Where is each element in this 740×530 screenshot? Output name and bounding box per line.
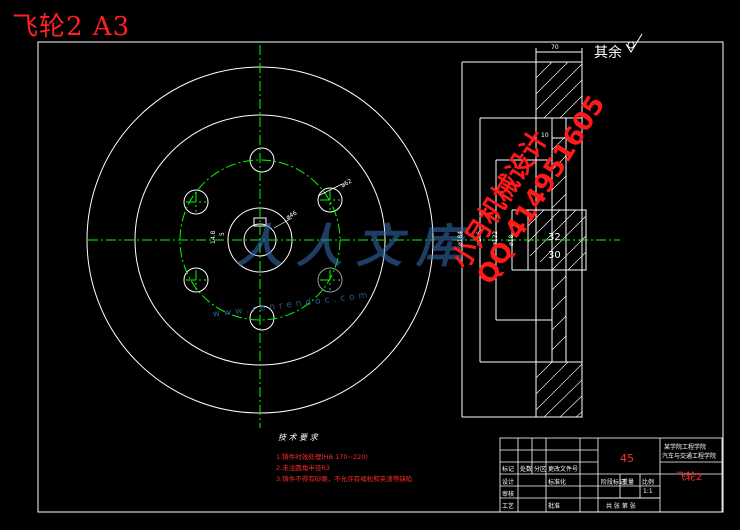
dim-key-width: 5 <box>219 232 226 236</box>
dim-hub: 10 <box>541 132 549 139</box>
tb-label-weight: 重量 <box>622 479 635 486</box>
title-block <box>499 437 723 513</box>
dim-h1: 32 <box>548 232 561 243</box>
tb-label-sheets: 共 张 第 张 <box>606 503 636 510</box>
tb-label-design: 设计 <box>502 479 515 486</box>
tb-label-stage: 阶段标记 <box>601 479 626 486</box>
drawing-title: 飞轮2 A3 <box>12 12 131 42</box>
tb-label-mark: 标记 <box>502 466 515 473</box>
bolt-hole-upper-right <box>317 187 343 213</box>
pitch-circle <box>179 159 341 321</box>
bolt-hole-lower-left <box>183 267 209 293</box>
bolt-hole-top <box>249 147 275 173</box>
tech-requirement-item: 3.铸件不得有砂眼，不允许有缩松和夹渣等缺陷 <box>276 475 413 483</box>
dim-keyway: 14.8 <box>210 230 217 244</box>
watermark-logo: 人人文库 <box>236 219 476 273</box>
tb-label-scale: 比例 <box>642 479 655 486</box>
tech-requirement-item: 1.铸件时效处理(HB 170~220) <box>276 453 368 461</box>
side-hatching <box>527 61 587 418</box>
front-centerlines <box>88 45 435 428</box>
front-leaders <box>273 183 343 229</box>
tb-label-count: 处数 <box>520 466 533 473</box>
tech-requirements-title: 技 术 要 求 <box>278 433 318 442</box>
dim-width: 70 <box>551 44 559 51</box>
tb-school-line1: 某学院工程学院 <box>664 444 707 451</box>
dim-h2: 30 <box>548 250 561 261</box>
tb-scale-value: 1:1 <box>643 488 653 495</box>
roughness-note: 其余 <box>594 45 622 61</box>
tb-label-review: 审核 <box>502 491 515 498</box>
bolt-hole-bottom <box>249 305 275 331</box>
tb-label-change: 更改文件号 <box>548 466 579 473</box>
tb-part-name: 飞轮2 <box>676 472 703 483</box>
tb-label-approve: 批准 <box>548 503 561 510</box>
tb-material: 45 <box>620 452 634 465</box>
tech-requirement-item: 2.未注圆角半径R3 <box>276 464 330 472</box>
tb-school-line2: 汽车与交通工程学院 <box>662 453 717 460</box>
roughness-symbol <box>625 33 643 53</box>
tb-label-process: 工艺 <box>502 503 515 510</box>
bolt-hole-upper-left <box>183 189 209 215</box>
tech-requirements-list: 1.铸件时效处理(HB 170~220) 2.未注圆角半径R3 3.铸件不得有砂… <box>276 452 412 485</box>
drawing-frame <box>37 41 724 513</box>
tb-label-standard: 标准化 <box>548 479 567 486</box>
tb-label-zone: 分区 <box>534 466 547 473</box>
bolt-hole-lower-right <box>317 267 343 293</box>
